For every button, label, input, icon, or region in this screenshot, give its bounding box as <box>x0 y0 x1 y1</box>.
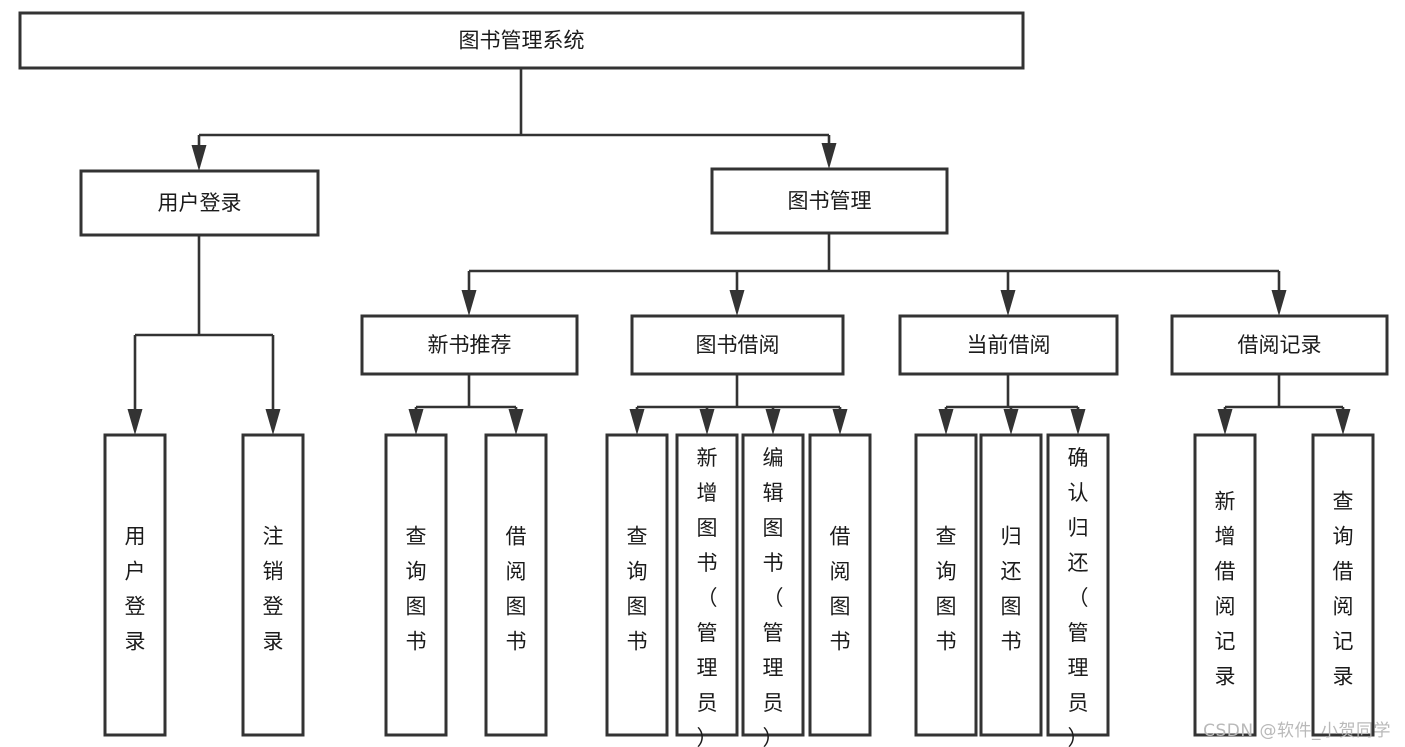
node-leaf-4[interactable]: 查询图书 <box>605 433 669 737</box>
node-leaf-0[interactable]: 用户登录 <box>103 433 167 737</box>
arrow-head-icon <box>461 290 477 316</box>
node-leaf-9[interactable]: 归还图书 <box>979 433 1043 737</box>
node-leaf-8[interactable]: 查询图书 <box>914 433 978 737</box>
arrow-head-icon <box>938 409 954 435</box>
connector-layer <box>127 68 1351 435</box>
arrow-head-icon <box>1335 409 1351 435</box>
node-box[interactable] <box>914 433 978 737</box>
connector-group-userlogin-to-leaves <box>127 235 281 435</box>
node-level3-0[interactable]: 新书推荐 <box>360 314 579 376</box>
node-label: 注销登录 <box>263 525 284 654</box>
node-level2-1[interactable]: 图书管理 <box>710 167 949 235</box>
node-level3-3[interactable]: 借阅记录 <box>1170 314 1389 376</box>
node-label: 新增图书（管理员） <box>697 446 718 747</box>
connector-group-current-to-leaves <box>938 374 1086 435</box>
node-root[interactable]: 图书管理系统 <box>18 11 1025 70</box>
node-leaf-5[interactable]: 新增图书（管理员） <box>675 433 739 747</box>
connector-group-borrow-to-leaves <box>629 374 848 435</box>
node-label: 查询借阅记录 <box>1333 490 1354 689</box>
node-label: 图书借阅 <box>696 333 780 357</box>
node-label: 确认归还（管理员） <box>1068 446 1089 747</box>
node-label: 查询图书 <box>406 525 427 654</box>
node-leaf-10[interactable]: 确认归还（管理员） <box>1046 433 1110 747</box>
node-level3-2[interactable]: 当前借阅 <box>898 314 1119 376</box>
node-box[interactable] <box>1046 433 1110 737</box>
node-box[interactable] <box>79 169 320 237</box>
connector-group-record-to-leaves <box>1217 374 1351 435</box>
node-leaf-6[interactable]: 编辑图书（管理员） <box>741 433 805 747</box>
arrow-head-icon <box>1003 409 1019 435</box>
connector-group-bookmgmt-to-level3 <box>461 233 1287 316</box>
arrow-head-icon <box>1070 409 1086 435</box>
node-leaf-11[interactable]: 新增借阅记录 <box>1193 433 1257 737</box>
node-box[interactable] <box>1193 433 1257 737</box>
node-label: 图书管理系统 <box>459 29 585 53</box>
node-box[interactable] <box>741 433 805 737</box>
arrow-head-icon <box>821 143 837 169</box>
node-box[interactable] <box>484 433 548 737</box>
node-leaf-12[interactable]: 查询借阅记录 <box>1311 433 1375 737</box>
node-leaf-1[interactable]: 注销登录 <box>241 433 305 737</box>
node-label: 查询图书 <box>936 525 957 654</box>
node-box[interactable] <box>384 433 448 737</box>
node-label: 用户登录 <box>125 525 146 654</box>
node-box[interactable] <box>808 433 872 737</box>
node-box[interactable] <box>675 433 739 737</box>
arrow-head-icon <box>265 409 281 435</box>
connector-group-root-to-level2 <box>191 68 837 171</box>
node-label: 用户登录 <box>158 191 242 215</box>
node-label: 借阅图书 <box>506 525 527 654</box>
node-leaf-2[interactable]: 查询图书 <box>384 433 448 737</box>
watermark-label: CSDN @软件_小贺同学 <box>1203 721 1391 741</box>
node-label: 借阅记录 <box>1238 333 1322 357</box>
node-label: 当前借阅 <box>967 333 1051 357</box>
arrow-head-icon <box>508 409 524 435</box>
node-box[interactable] <box>360 314 579 376</box>
connector-group-newbook-to-leaves <box>408 374 524 435</box>
node-label: 图书管理 <box>788 189 872 213</box>
node-label: 归还图书 <box>1001 525 1022 654</box>
node-box[interactable] <box>103 433 167 737</box>
node-layer: 图书管理系统用户登录图书管理新书推荐图书借阅当前借阅借阅记录用户登录注销登录查询… <box>18 11 1389 747</box>
arrow-head-icon <box>832 409 848 435</box>
node-level3-1[interactable]: 图书借阅 <box>630 314 845 376</box>
arrow-head-icon <box>191 145 207 171</box>
arrow-head-icon <box>729 290 745 316</box>
arrow-head-icon <box>629 409 645 435</box>
arrow-head-icon <box>1000 290 1016 316</box>
arrow-head-icon <box>127 409 143 435</box>
node-box[interactable] <box>1170 314 1389 376</box>
node-label: 借阅图书 <box>830 525 851 654</box>
node-box[interactable] <box>605 433 669 737</box>
node-label: 编辑图书（管理员） <box>763 446 784 747</box>
arrow-head-icon <box>765 409 781 435</box>
node-leaf-7[interactable]: 借阅图书 <box>808 433 872 737</box>
node-level2-0[interactable]: 用户登录 <box>79 169 320 237</box>
node-box[interactable] <box>630 314 845 376</box>
node-box[interactable] <box>241 433 305 737</box>
node-label: 新增借阅记录 <box>1215 490 1236 689</box>
node-box[interactable] <box>898 314 1119 376</box>
node-leaf-3[interactable]: 借阅图书 <box>484 433 548 737</box>
node-label: 新书推荐 <box>428 333 512 357</box>
arrow-head-icon <box>699 409 715 435</box>
arrow-head-icon <box>1271 290 1287 316</box>
node-label: 查询图书 <box>627 525 648 654</box>
node-box[interactable] <box>1311 433 1375 737</box>
arrow-head-icon <box>408 409 424 435</box>
arrow-head-icon <box>1217 409 1233 435</box>
node-box[interactable] <box>979 433 1043 737</box>
node-box[interactable] <box>710 167 949 235</box>
node-box[interactable] <box>18 11 1025 70</box>
